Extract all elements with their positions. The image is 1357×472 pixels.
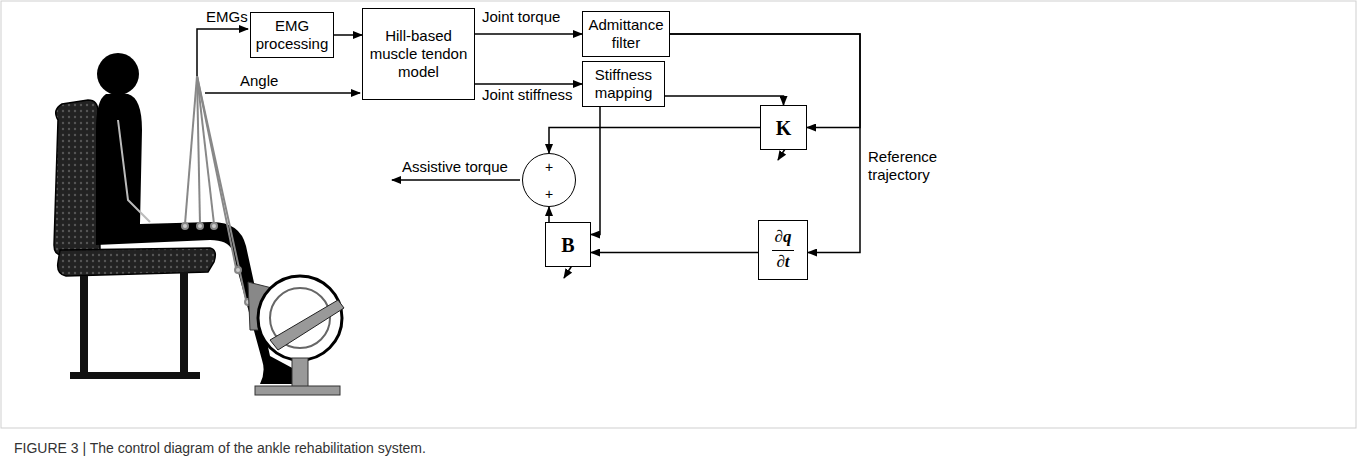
signal-label: Angle — [240, 72, 278, 90]
torque-output-line — [392, 179, 520, 181]
signal-label: Reference trajectory — [868, 148, 948, 184]
angle-signal-line — [205, 92, 360, 94]
signal-arrow — [334, 34, 362, 36]
box-text: EMG processing — [256, 17, 329, 53]
signal-label: Assistive torque — [402, 158, 508, 176]
signal-label: EMGs — [206, 8, 248, 26]
signal-arrow — [549, 128, 760, 154]
box-text: + — [545, 160, 553, 174]
model-box: Hill-based muscle tendon model — [362, 8, 475, 100]
box-text: Admittance filter — [588, 16, 664, 52]
signal-arrow — [591, 107, 600, 235]
process-box: EMG processing — [250, 12, 334, 58]
gain-box: K — [760, 105, 807, 150]
signal-arrow — [475, 33, 582, 35]
signal-arrow — [548, 207, 550, 222]
summing-junction: ++ — [522, 153, 576, 207]
emg-electrodes — [182, 76, 251, 305]
signal-arrow — [475, 83, 582, 85]
box-text: ∂q ∂t — [772, 225, 794, 274]
figure-frame — [1, 1, 1356, 428]
fraction-bar — [772, 250, 794, 251]
ankle-robot — [248, 276, 344, 395]
box-text: + — [545, 187, 553, 201]
emg-signal-line — [197, 29, 248, 76]
signal-arrow — [591, 252, 758, 254]
box-text: Stiffness mapping — [588, 66, 659, 102]
box-text: B — [561, 233, 574, 257]
mapping-box: Stiffness mapping — [582, 61, 665, 107]
figure-caption: FIGURE 3 | The control diagram of the an… — [14, 440, 426, 456]
signal-label: Joint stiffness — [482, 86, 573, 104]
gain-box: B — [545, 222, 591, 267]
derivative-box: ∂q ∂t — [758, 220, 808, 280]
filter-box: Admittance filter — [582, 11, 670, 57]
signal-label: Joint torque — [482, 8, 560, 26]
box-text: K — [776, 116, 792, 140]
box-text: Hill-based muscle tendon model — [368, 27, 469, 81]
signal-arrow — [665, 96, 784, 105]
